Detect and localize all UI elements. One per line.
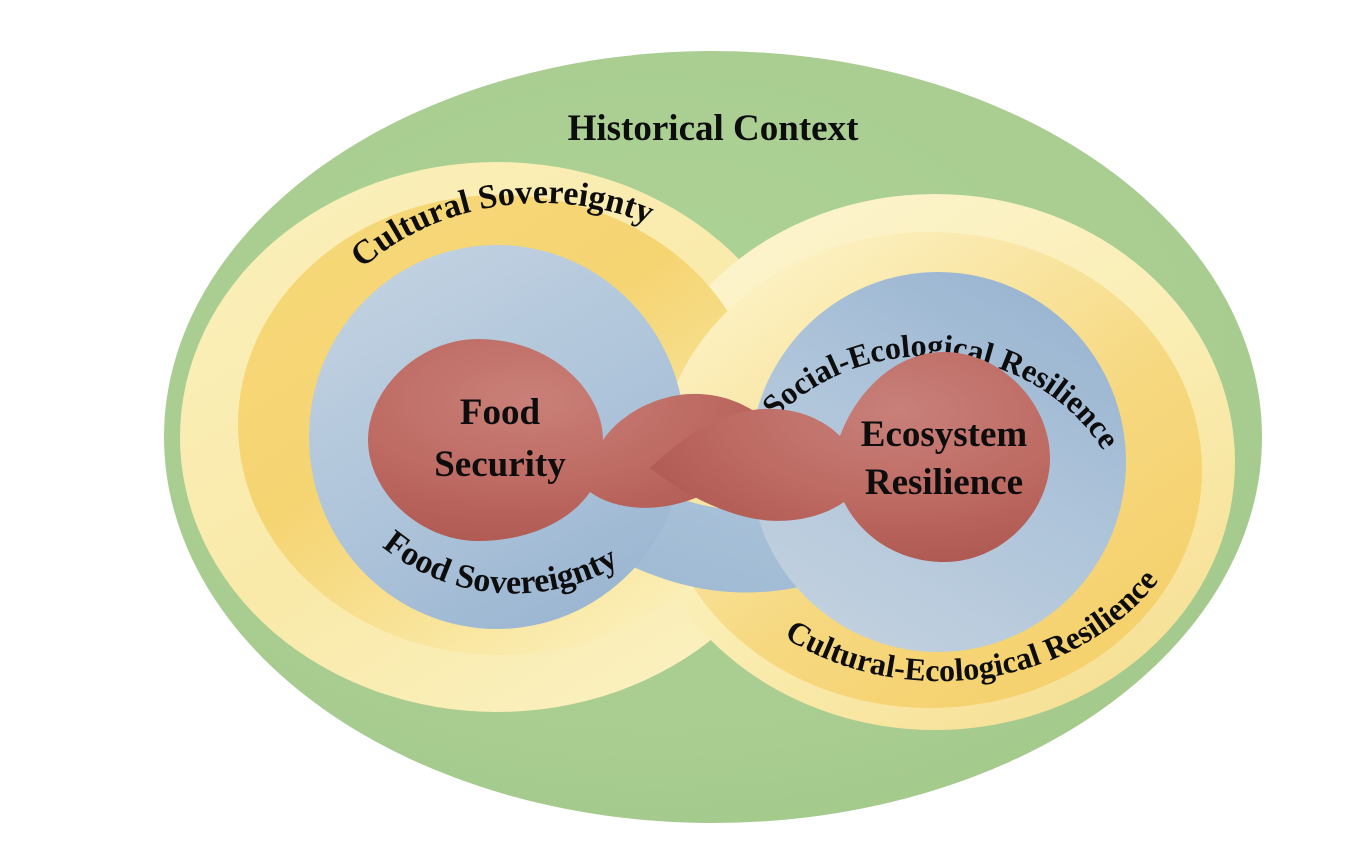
ecosystem-resilience-label-line2: Resilience	[865, 462, 1023, 503]
food-security-label-line2: Security	[434, 444, 566, 485]
core-labels: Food Security Ecosystem Resilience	[434, 392, 1027, 503]
food-security-label-line1: Food	[460, 392, 541, 433]
historical-context-label: Historical Context	[568, 108, 859, 149]
ecosystem-resilience-label-line1: Ecosystem	[861, 414, 1028, 455]
layer-red-cores	[368, 339, 1050, 562]
ecosystem-resilience-shape[interactable]	[650, 352, 1050, 562]
